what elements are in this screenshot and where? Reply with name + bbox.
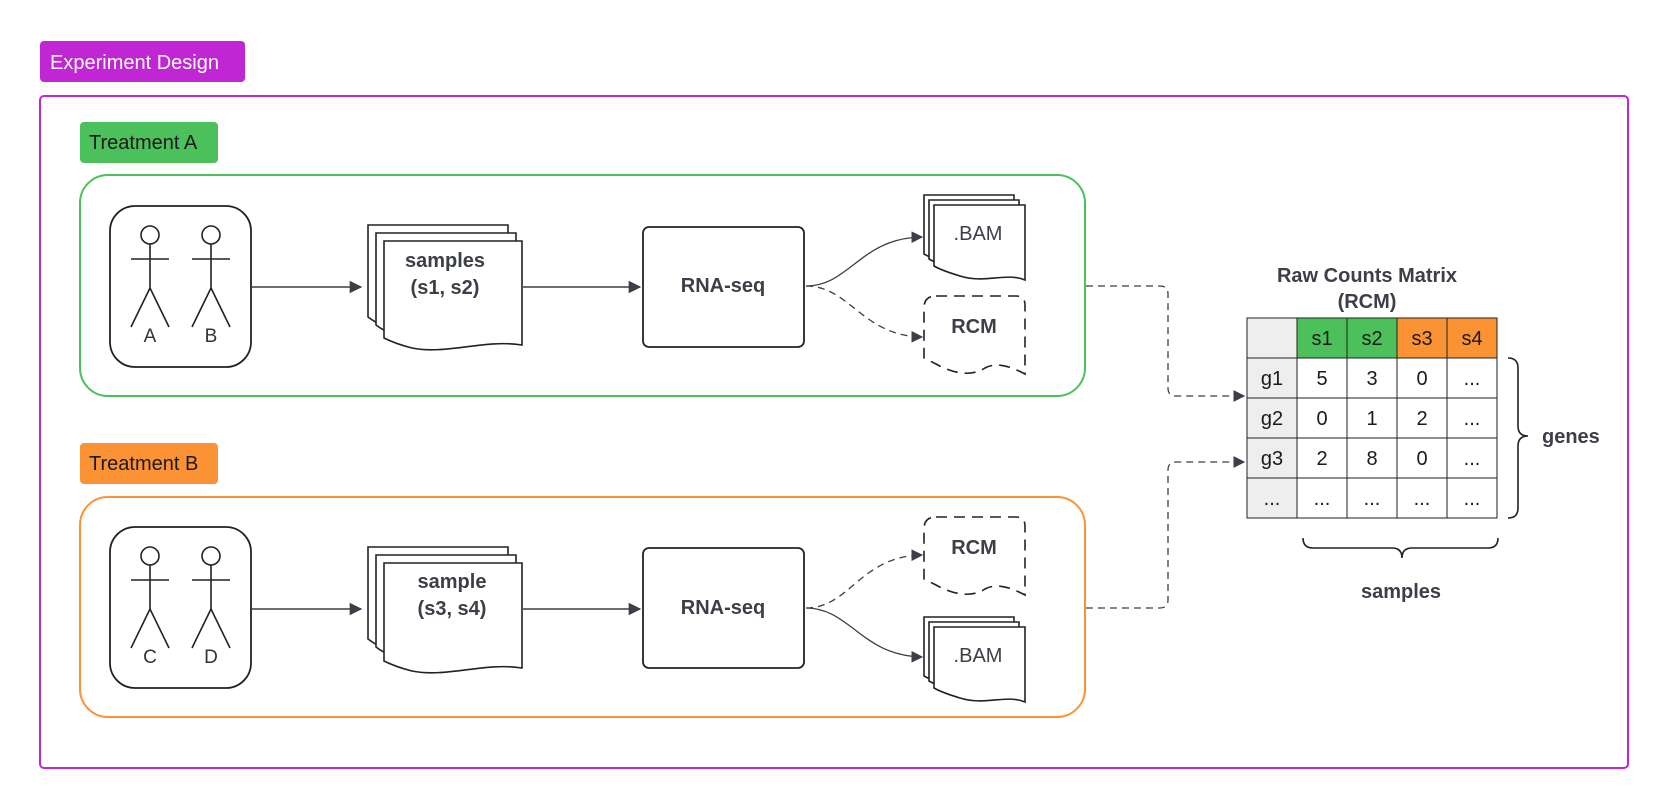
frame-title-badge xyxy=(40,41,245,82)
treatment-a-label: Treatment A xyxy=(89,132,198,154)
flow-curve-dashed xyxy=(805,549,924,609)
matrix-value: 0 xyxy=(1316,408,1327,430)
frame-title: Experiment Design xyxy=(50,52,219,74)
subject-label: B xyxy=(205,326,218,347)
matrix-value: 0 xyxy=(1416,368,1427,390)
rcm-document xyxy=(923,516,1026,597)
matrix-value-cell xyxy=(1296,437,1348,479)
matrix-row-header-cell xyxy=(1246,477,1298,519)
matrix-corner-cell xyxy=(1246,317,1298,359)
samples-title: sample xyxy=(418,571,487,593)
subjects-box-b xyxy=(109,526,252,689)
flow-curve xyxy=(805,607,924,663)
samples-document-stack xyxy=(367,546,523,674)
matrix-value-cell xyxy=(1346,397,1398,439)
matrix-value-cell xyxy=(1446,477,1498,519)
treatment-b-badge xyxy=(80,443,218,484)
matrix-column-header-cell xyxy=(1396,317,1448,359)
matrix-subtitle: (RCM) xyxy=(1338,291,1397,313)
experiment-frame xyxy=(39,95,1629,769)
rna-seq-label: RNA-seq xyxy=(681,275,765,297)
matrix-value: 2 xyxy=(1316,448,1327,470)
matrix-column-header: s3 xyxy=(1411,328,1432,350)
matrix-row-header: g1 xyxy=(1261,368,1283,390)
treatment-a-panel xyxy=(79,174,1086,397)
matrix-value: ... xyxy=(1464,368,1481,390)
matrix-value: ... xyxy=(1364,488,1381,510)
samples-document-stack xyxy=(367,224,523,351)
rcm-document xyxy=(923,295,1026,376)
matrix-value: 5 xyxy=(1316,368,1327,390)
samples-title: samples xyxy=(405,250,485,272)
bam-file-stack xyxy=(923,616,1026,704)
bam-label: .BAM xyxy=(954,223,1003,245)
subject-label: C xyxy=(143,647,157,668)
bam-label: .BAM xyxy=(954,645,1003,667)
matrix-value-cell xyxy=(1346,357,1398,399)
flow-curve-dashed xyxy=(805,285,924,343)
samples-ids: (s3, s4) xyxy=(418,598,487,620)
matrix-row-header: g2 xyxy=(1261,408,1283,430)
matrix-row-header-cell xyxy=(1246,437,1298,479)
samples-ids: (s1, s2) xyxy=(411,277,480,299)
genes-brace xyxy=(1507,357,1529,519)
matrix-value: 0 xyxy=(1416,448,1427,470)
matrix-value-cell xyxy=(1296,357,1348,399)
panel-to-matrix-connector-b xyxy=(1086,456,1246,609)
genes-label: genes xyxy=(1542,426,1600,448)
samples-brace xyxy=(1302,537,1499,559)
matrix-column-header: s2 xyxy=(1361,328,1382,350)
matrix-column-header: s4 xyxy=(1461,328,1482,350)
subject-label: D xyxy=(204,647,218,668)
matrix-value-cell xyxy=(1396,357,1448,399)
matrix-value: ... xyxy=(1464,488,1481,510)
rcm-label: RCM xyxy=(951,316,997,338)
matrix-value: 1 xyxy=(1366,408,1377,430)
rna-seq-box-b xyxy=(642,547,805,669)
treatment-a-group: Treatment A A B samples (s1, s2) RNA-seq… xyxy=(79,122,1086,397)
treatment-b-label: Treatment B xyxy=(89,453,198,475)
raw-counts-matrix: s1 s2 s3 s4 g1 5 3 0... g2 0 1 2... g3 2 8 0...........… xyxy=(1246,317,1498,519)
matrix-row-header: g3 xyxy=(1261,448,1283,470)
matrix-value: 8 xyxy=(1366,448,1377,470)
rcm-label: RCM xyxy=(951,537,997,559)
bam-file-stack xyxy=(923,194,1026,282)
matrix-row-header: ... xyxy=(1264,488,1281,510)
samples-label: samples xyxy=(1361,581,1441,603)
matrix-value: 3 xyxy=(1366,368,1377,390)
matrix-value-cell xyxy=(1346,477,1398,519)
panel-to-matrix-connector-a xyxy=(1086,285,1246,402)
matrix-value-cell xyxy=(1446,357,1498,399)
matrix-value-cell xyxy=(1296,477,1348,519)
treatment-b-panel xyxy=(79,496,1086,718)
rna-seq-label: RNA-seq xyxy=(681,597,765,619)
matrix-value: ... xyxy=(1464,448,1481,470)
treatment-a-badge xyxy=(80,122,218,163)
subject-label: A xyxy=(144,326,157,347)
matrix-title: Raw Counts Matrix xyxy=(1277,265,1457,287)
matrix-column-header: s1 xyxy=(1311,328,1332,350)
matrix-column-header-cell xyxy=(1446,317,1498,359)
treatment-b-group: Treatment B C D sample (s3, s4) RNA-seq … xyxy=(79,443,1086,718)
matrix-value: ... xyxy=(1414,488,1431,510)
flow-curve xyxy=(805,231,924,287)
matrix-value: ... xyxy=(1464,408,1481,430)
matrix-value-cell xyxy=(1446,397,1498,439)
matrix-value-cell xyxy=(1396,437,1448,479)
matrix-row-header-cell xyxy=(1246,357,1298,399)
matrix-value: 2 xyxy=(1416,408,1427,430)
matrix-value: ... xyxy=(1314,488,1331,510)
subjects-box-a xyxy=(109,205,252,368)
rna-seq-box-a xyxy=(642,226,805,348)
